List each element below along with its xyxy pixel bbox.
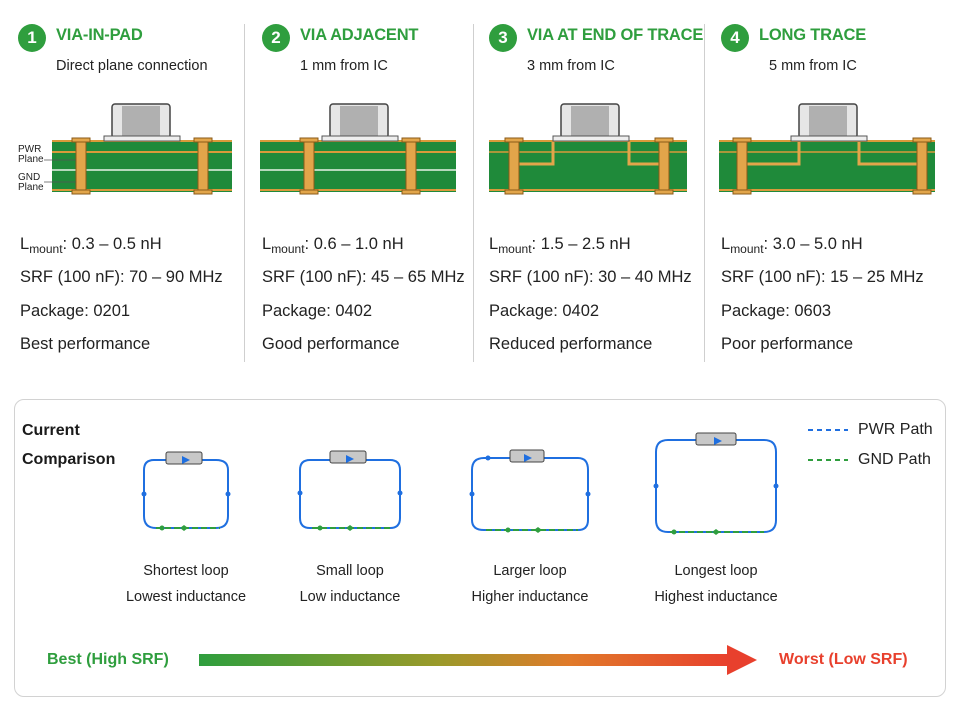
self-resonant-frequency: SRF (100 nF): 70 – 90 MHz — [20, 268, 223, 286]
package-size: Package: 0402 — [489, 302, 600, 320]
mounting-inductance: Lmount: 3.0 – 5.0 nH — [721, 235, 863, 256]
best-label: Best (High SRF) — [47, 651, 169, 668]
mounting-inductance: Lmount: 0.6 – 1.0 nH — [262, 235, 404, 256]
comparison-title: Current — [22, 422, 80, 439]
column-title: LONG TRACE — [759, 26, 867, 44]
loop-caption: Longest loop — [674, 563, 758, 579]
worst-label: Worst (Low SRF) — [779, 651, 908, 668]
gnd-path-legend: GND Path — [858, 451, 931, 468]
performance-rating: Best performance — [20, 335, 151, 353]
column-title: VIA ADJACENT — [300, 26, 419, 44]
column-subtitle: 5 mm from IC — [769, 58, 857, 74]
column-via-adjacent: 2 VIA ADJACENT 1 mm from IC Lmount: 0.6 … — [260, 18, 472, 363]
current-loop-longest — [653, 432, 779, 535]
loop-caption: Low inductance — [299, 589, 401, 605]
column-separator — [244, 24, 245, 362]
loop-caption: Shortest loop — [143, 563, 229, 579]
performance-rating: Poor performance — [721, 335, 854, 353]
pwr-path-legend: PWR Path — [858, 421, 933, 438]
mounting-inductance: Lmount: 1.5 – 2.5 nH — [489, 235, 631, 256]
package-size: Package: 0603 — [721, 302, 832, 320]
pcb-cross-section-via-end-of-trace — [489, 103, 687, 195]
gnd-plane-label: GND Plane — [18, 172, 44, 193]
column-separator — [704, 24, 705, 362]
column-subtitle: 1 mm from IC — [300, 58, 388, 74]
performance-rating: Reduced performance — [489, 335, 653, 353]
pcb-cross-section-via-in-pad — [44, 103, 232, 195]
self-resonant-frequency: SRF (100 nF): 15 – 25 MHz — [721, 268, 924, 286]
performance-rating: Good performance — [262, 335, 400, 353]
column-via-at-end-of-trace: 3 VIA AT END OF TRACE 3 mm from IC Lmoun… — [489, 18, 704, 363]
pwr-plane-label: PWR Plane — [18, 144, 44, 165]
self-resonant-frequency: SRF (100 nF): 45 – 65 MHz — [262, 268, 465, 286]
current-comparison-panel — [14, 399, 946, 697]
column-subtitle: 3 mm from IC — [527, 58, 615, 74]
column-separator — [473, 24, 474, 362]
loop-caption: Small loop — [316, 563, 384, 579]
step-number-badge: 1 — [18, 24, 46, 52]
loop-caption: Lowest inductance — [125, 589, 247, 605]
step-number-badge: 2 — [262, 24, 290, 52]
mounting-inductance: Lmount: 0.3 – 0.5 nH — [20, 235, 162, 256]
current-loop-small — [297, 450, 403, 531]
step-number-badge: 3 — [489, 24, 517, 52]
comparison-title: Comparison — [22, 451, 116, 468]
step-number-badge: 4 — [721, 24, 749, 52]
package-size: Package: 0402 — [262, 302, 373, 320]
performance-gradient-arrow — [199, 645, 757, 675]
column-title: VIA AT END OF TRACE — [527, 26, 704, 44]
loop-caption: Highest inductance — [654, 589, 778, 605]
gnd-path-legend-line — [808, 459, 848, 461]
package-size: Package: 0201 — [20, 302, 131, 320]
pcb-cross-section-via-adjacent — [260, 103, 456, 195]
pwr-path-legend-line — [808, 429, 848, 431]
current-loop-larger — [469, 449, 591, 533]
column-via-in-pad: 1 VIA-IN-PAD Direct plane connection Lmo… — [18, 18, 240, 363]
self-resonant-frequency: SRF (100 nF): 30 – 40 MHz — [489, 268, 692, 286]
pcb-cross-section-long-trace — [719, 103, 935, 195]
column-title: VIA-IN-PAD — [56, 26, 143, 44]
column-long-trace: 4 LONG TRACE 5 mm from IC Lmount: 3.0 – … — [719, 18, 941, 363]
loop-caption: Larger loop — [493, 563, 567, 579]
current-loop-shortest — [141, 451, 231, 531]
column-subtitle: Direct plane connection — [56, 58, 208, 74]
loop-caption: Higher inductance — [471, 589, 589, 605]
